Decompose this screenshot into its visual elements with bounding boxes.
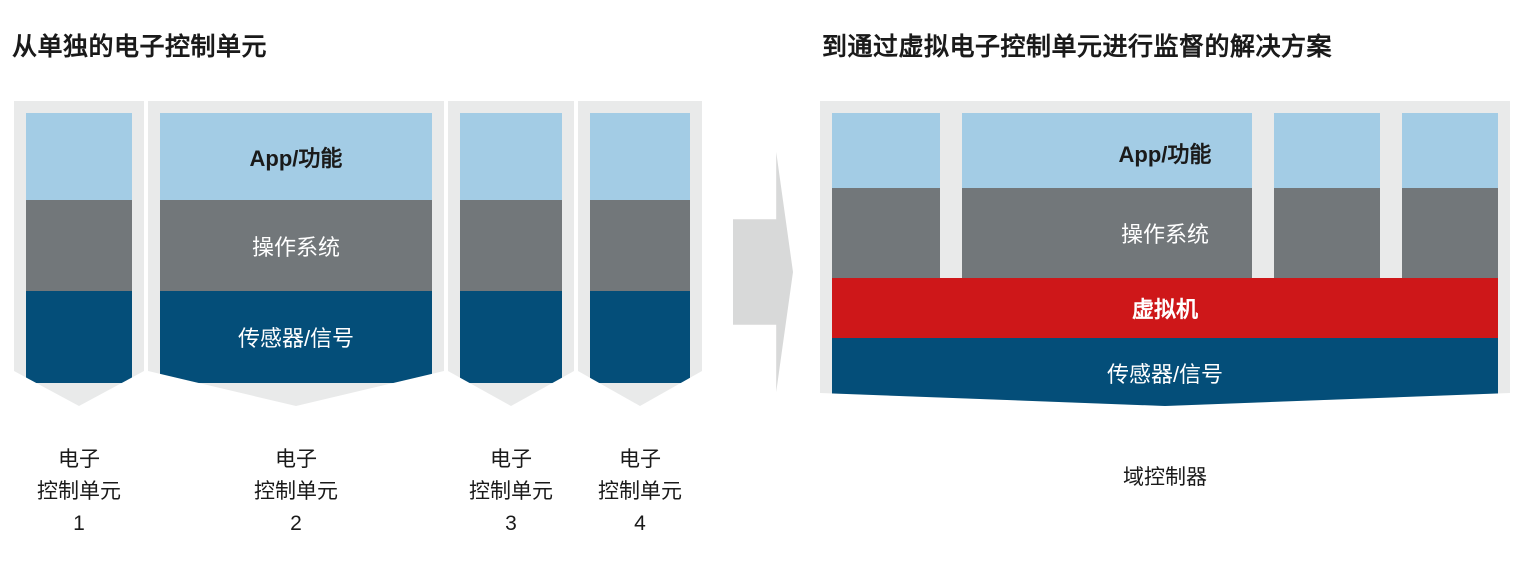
partition-1[interactable] [832,113,940,278]
layer-vm: 虚拟机 [832,278,1498,338]
layer-app-3: App/功能 [460,113,562,200]
ecu-banner-1[interactable]: App/功能 操作系统 传感器/信号 [14,101,144,406]
layer-sensor-label: 传感器/信号 [1106,362,1224,387]
arrow-right-icon [733,152,793,392]
ecu-caption-line-3: 1 [73,512,85,535]
layer-sensor-3: 传感器/信号 [460,291,562,383]
domain-controller-caption-line-1: 域控制器 [1123,466,1207,489]
ecu-caption-line-2: 控制单元 [598,480,682,503]
ecu-caption-line-1: 电子 [58,448,100,471]
layer-sensor-4: 传感器/信号 [590,291,690,383]
partition-app-2 [962,113,1252,188]
layer-app-label: App/功能 [249,145,343,171]
ecu-caption-line-2: 控制单元 [37,480,121,503]
ecu-caption-line-3: 4 [634,512,646,535]
ecu-layer-stack-3: App/功能 操作系统 传感器/信号 [460,113,562,383]
layer-app-1: App/功能 [26,113,132,200]
layer-os-1: 操作系统 [26,200,132,291]
layer-sensor-1: 传感器/信号 [26,291,132,383]
separate-ecus-group: App/功能 操作系统 传感器/信号 App/功能 操作系统 传感器/信号 [0,95,720,415]
ecu-banner-3[interactable]: App/功能 操作系统 传感器/信号 [448,101,574,406]
ecu-caption-line-1: 电子 [490,448,532,471]
ecu-caption-1: 电子 控制单元 1 [14,444,144,540]
partition-os-1 [832,188,940,278]
ecu-separator-2-3 [445,101,448,383]
domain-controller-partitions: App/功能 操作系统 [832,113,1498,278]
layer-os-3: 操作系统 [460,200,562,291]
layer-sensor-label: 传感器/信号 [237,326,355,351]
layer-sensor: 传感器/信号 [832,338,1498,406]
layer-os-4: 操作系统 [590,200,690,291]
ecu-separator-1-2 [145,101,148,383]
ecu-banner-4[interactable]: App/功能 操作系统 传感器/信号 [578,101,702,406]
ecu-caption-line-2: 控制单元 [469,480,553,503]
ecu-caption-line-3: 3 [505,512,517,535]
ecu-caption-line-3: 2 [290,512,302,535]
ecu-caption-line-1: 电子 [275,448,317,471]
partition-os-3 [1274,188,1380,278]
partition-os-2 [962,188,1252,278]
layer-os-2: 操作系统 [160,200,432,291]
ecu-caption-4: 电子 控制单元 4 [578,444,702,540]
layer-app-2: App/功能 [160,113,432,200]
layer-os-label: 操作系统 [251,234,340,260]
left-panel-title: 从单独的电子控制单元 [12,33,268,61]
ecu-caption-3: 电子 控制单元 3 [448,444,574,540]
domain-controller-group: App/功能 操作系统 虚拟机 传感器/信号 [820,95,1510,415]
partition-app-1 [832,113,940,188]
ecu-layer-stack-2: App/功能 操作系统 传感器/信号 [160,113,432,383]
partition-app-4 [1402,113,1498,188]
ecu-caption-line-1: 电子 [619,448,661,471]
layer-sensor-2: 传感器/信号 [160,291,432,383]
partition-app-3 [1274,113,1380,188]
partition-2[interactable] [962,113,1252,278]
ecu-separator-3-4 [575,101,578,383]
right-panel-title: 到通过虚拟电子控制单元进行监督的解决方案 [822,33,1333,61]
ecu-layer-stack-1: App/功能 操作系统 传感器/信号 [26,113,132,383]
layer-app-4: App/功能 [590,113,690,200]
domain-controller-banner[interactable]: App/功能 操作系统 虚拟机 传感器/信号 [820,101,1510,406]
partition-3[interactable] [1274,113,1380,278]
partition-os-4 [1402,188,1498,278]
layer-vm-label: 虚拟机 [1131,297,1198,322]
domain-controller-layer-stack: App/功能 操作系统 虚拟机 传感器/信号 [832,113,1498,406]
ecu-caption-2: 电子 控制单元 2 [148,444,444,540]
domain-controller-caption: 域控制器 [820,462,1510,494]
ecu-layer-stack-4: App/功能 操作系统 传感器/信号 [590,113,690,383]
ecu-banner-2[interactable]: App/功能 操作系统 传感器/信号 [148,101,444,406]
ecu-caption-line-2: 控制单元 [254,480,338,503]
partition-4[interactable] [1402,113,1498,278]
